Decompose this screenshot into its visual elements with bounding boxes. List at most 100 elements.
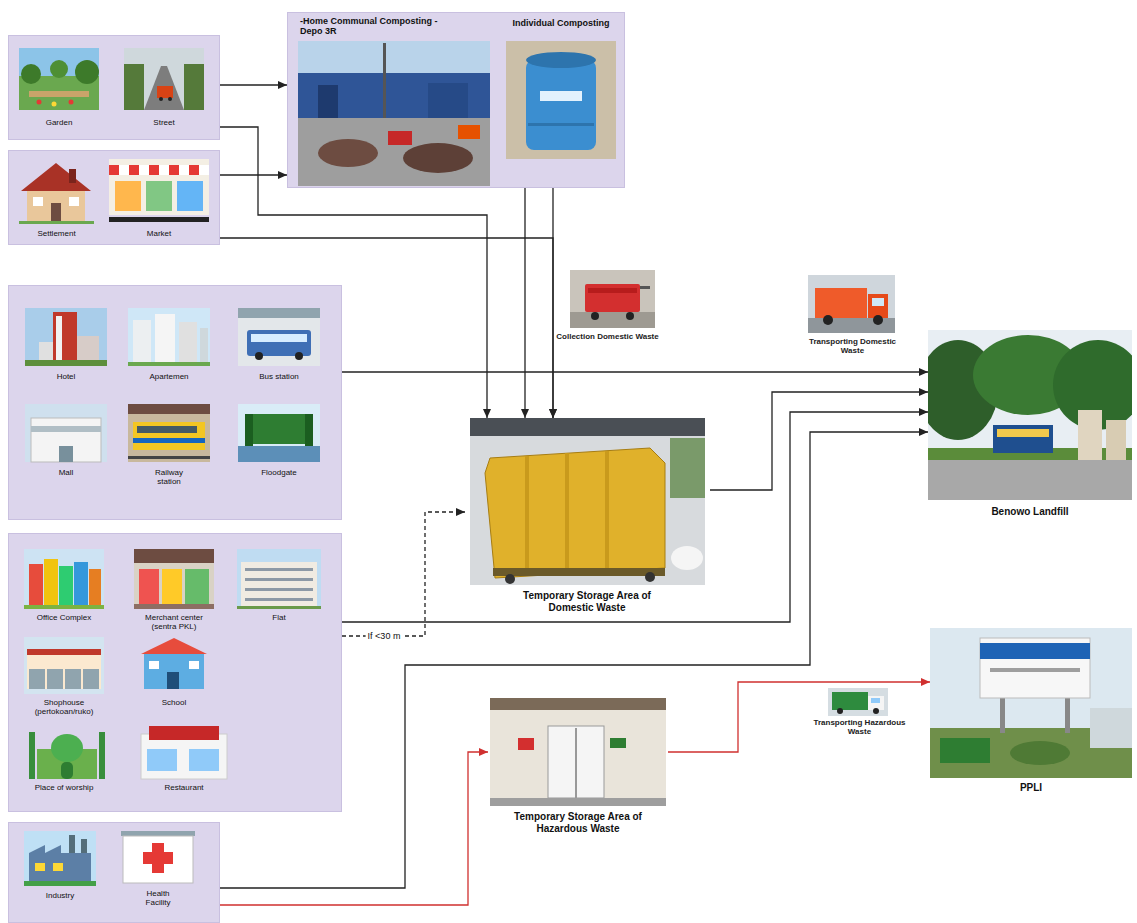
mosque-picture [99, 732, 105, 779]
landfill-photo [997, 429, 1049, 437]
panel-photos [9, 36, 221, 141]
health-facility-picture [143, 852, 173, 864]
source-panel: SettlementMarket [8, 150, 220, 245]
photo-caption: Garden [19, 118, 99, 127]
composting-panel: -Home Communal Composting -Depo 3R Indivi… [287, 12, 625, 188]
shophouse-photo [65, 669, 81, 689]
restaurant-photo [141, 734, 227, 779]
collection-cart-photo [591, 312, 599, 320]
source-panel: HotelApartemenBus stationMallRailway sta… [8, 285, 342, 520]
merchant-center-photo [139, 569, 159, 604]
street-photo [124, 48, 204, 110]
floodgate-photo [238, 446, 320, 462]
photo-caption: Hotel [25, 372, 107, 381]
apartment-photo [128, 362, 210, 366]
merchant-center-photo [134, 549, 214, 563]
box-heading: Temporary Storage Area of Hazardous Wast… [508, 811, 648, 834]
treatment-box: PPLI [930, 628, 1132, 798]
hotel-photo [53, 312, 77, 366]
settlement-picture [19, 221, 94, 224]
illustration-label: Transporting Hazardous Waste [812, 718, 907, 736]
merchant-center-photo [134, 549, 214, 609]
settlement-picture [51, 203, 61, 221]
hotel-photo [56, 316, 62, 364]
apartment-photo [128, 308, 210, 366]
apartment-photo [155, 314, 175, 366]
street-photo [168, 97, 172, 101]
photo-caption: Apartemen [128, 372, 210, 381]
depo-photo [298, 118, 490, 186]
market-picture [109, 165, 119, 175]
industry-picture [24, 831, 96, 886]
industry-picture [69, 835, 75, 855]
collection-cart-photo [640, 286, 650, 289]
garden-photo [69, 100, 74, 105]
treatment-site-photo [980, 638, 1090, 698]
domestic-truck-photo [815, 288, 867, 318]
apartment-photo [179, 322, 197, 366]
domestic-truck-photo [873, 315, 883, 325]
composter-photo [540, 91, 582, 101]
treatment-site-photo [940, 738, 990, 763]
settlement-picture [19, 163, 94, 224]
photo-caption: School [134, 698, 214, 707]
school-picture [189, 661, 199, 669]
container-photo [605, 451, 609, 571]
street-photo [124, 48, 204, 110]
box-heading: -Home Communal Composting -Depo 3R [300, 16, 450, 37]
domestic-truck-photo [823, 315, 833, 325]
depo-photo [458, 125, 480, 139]
street-photo [124, 64, 144, 110]
restaurant-photo [147, 749, 177, 771]
hazardous-truck-photo [828, 688, 888, 716]
hazardous-truck-photo [873, 708, 879, 714]
floodgate-photo [238, 404, 320, 462]
collection-cart-photo [570, 270, 655, 328]
flat-photo [245, 578, 313, 581]
collection-cart-photo [570, 270, 655, 328]
storage-box: Temporary Storage Area of Hazardous Wast… [488, 698, 668, 838]
bus-station-photo [255, 352, 263, 360]
photo-caption: Mall [25, 468, 107, 477]
treatment-site-photo [1065, 698, 1070, 733]
mall-photo [31, 426, 101, 432]
flat-photo [245, 568, 313, 571]
box-heading: Individual Composting [500, 18, 622, 28]
composter-photo [506, 41, 616, 159]
domestic-truck-photo [872, 298, 884, 306]
depo-photo [298, 73, 490, 118]
restaurant-photo [141, 726, 227, 779]
depo-photo [388, 131, 412, 145]
market-picture [115, 181, 141, 211]
office-photo [74, 562, 88, 609]
flat-photo [237, 606, 321, 609]
shophouse-photo [47, 669, 63, 689]
connector-label: If <30 m [366, 631, 403, 641]
waste-flow-arrow [220, 174, 287, 175]
office-photo [29, 564, 43, 609]
landfill-photo [928, 330, 1132, 525]
box-heading: Benowo Landfill [928, 506, 1132, 518]
source-panel: GardenStreet [8, 35, 220, 140]
market-picture [177, 181, 203, 211]
landfill-photo [993, 425, 1053, 453]
landfill-photo [1078, 410, 1102, 460]
hazardous-storage-photo [575, 728, 577, 798]
flat-photo [245, 598, 313, 601]
garden-photo [50, 60, 68, 78]
waste-flow-arrow [524, 188, 525, 418]
bus-station-photo [247, 330, 311, 356]
garden-photo [75, 60, 99, 84]
mall-photo [25, 404, 107, 462]
railway-photo [133, 422, 205, 450]
floodgate-photo [245, 414, 313, 444]
merchant-center-photo [134, 549, 214, 609]
depo-photo [318, 139, 378, 167]
office-photo [24, 549, 104, 609]
depo-photo [428, 83, 468, 118]
garden-photo [52, 102, 57, 107]
photo-caption: Bus station [238, 372, 320, 381]
hazardous-storage-photo [490, 798, 666, 806]
domestic-truck-photo [808, 275, 895, 333]
